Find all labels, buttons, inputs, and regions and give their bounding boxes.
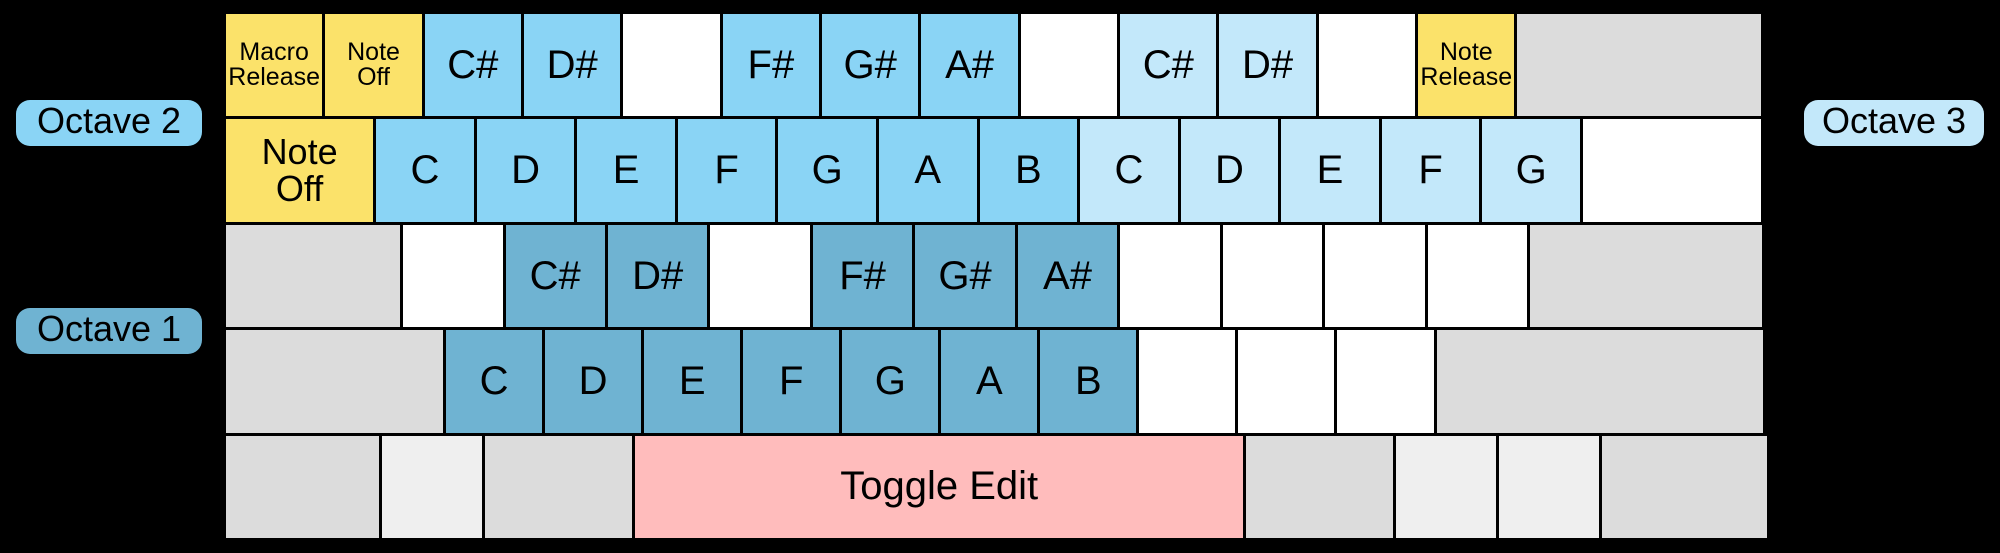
key-e[interactable]: E <box>642 328 743 435</box>
key-c[interactable]: C <box>444 328 545 435</box>
key-blank <box>1018 12 1120 119</box>
key-blank <box>224 222 403 330</box>
key-gsharp[interactable]: G# <box>820 12 921 119</box>
key-note-off[interactable]: Note Off <box>323 12 424 119</box>
key-f[interactable]: F <box>1379 117 1482 224</box>
key-blank <box>1118 222 1222 330</box>
key-e[interactable]: E <box>1279 117 1381 224</box>
key-blank <box>1335 328 1436 435</box>
key-csharp[interactable]: C# <box>1118 12 1219 119</box>
key-dsharp[interactable]: D# <box>522 12 623 119</box>
keyboard-row-modifier-row: Toggle Edit <box>224 433 1777 541</box>
key-dsharp[interactable]: D# <box>1217 12 1318 119</box>
key-b[interactable]: B <box>977 117 1080 224</box>
key-f[interactable]: F <box>675 117 778 224</box>
key-blank <box>380 433 484 541</box>
key-a[interactable]: A <box>876 117 979 224</box>
key-blank <box>1434 328 1765 435</box>
keyboard-row-home-row: C#D# F#G#A# <box>224 222 1777 330</box>
key-blank <box>401 222 505 330</box>
key-blank <box>1236 328 1337 435</box>
key-blank <box>224 328 446 435</box>
key-blank <box>1515 12 1763 119</box>
key-blank <box>1244 433 1396 541</box>
key-csharp[interactable]: C# <box>503 222 607 330</box>
key-blank <box>708 222 812 330</box>
key-toggle-edit[interactable]: Toggle Edit <box>633 433 1246 541</box>
key-gsharp[interactable]: G# <box>913 222 1017 330</box>
key-blank <box>1220 222 1325 330</box>
key-note-off[interactable]: Note Off <box>224 117 376 224</box>
key-asharp[interactable]: A# <box>919 12 1020 119</box>
octave-1-label: Octave 1 <box>16 308 202 354</box>
key-blank <box>1580 117 1763 224</box>
key-d[interactable]: D <box>1178 117 1281 224</box>
key-macro-release[interactable]: Macro Release <box>224 12 325 119</box>
key-note-release[interactable]: Note Release <box>1416 12 1517 119</box>
key-csharp[interactable]: C# <box>422 12 524 119</box>
key-fsharp[interactable]: F# <box>720 12 822 119</box>
octave-2-label: Octave 2 <box>16 100 202 146</box>
key-blank <box>1316 12 1418 119</box>
key-blank <box>1137 328 1238 435</box>
key-dsharp[interactable]: D# <box>605 222 710 330</box>
key-blank <box>1394 433 1499 541</box>
key-d[interactable]: D <box>543 328 644 435</box>
key-d[interactable]: D <box>474 117 577 224</box>
key-blank <box>1497 433 1601 541</box>
key-blank <box>1599 433 1769 541</box>
key-f[interactable]: F <box>741 328 842 435</box>
key-asharp[interactable]: A# <box>1015 222 1120 330</box>
key-g[interactable]: G <box>776 117 878 224</box>
key-blank <box>482 433 635 541</box>
key-blank <box>224 433 382 541</box>
key-c[interactable]: C <box>374 117 476 224</box>
key-fsharp[interactable]: F# <box>810 222 915 330</box>
key-e[interactable]: E <box>575 117 677 224</box>
key-c[interactable]: C <box>1078 117 1180 224</box>
key-blank <box>1528 222 1764 330</box>
key-a[interactable]: A <box>939 328 1040 435</box>
key-b[interactable]: B <box>1038 328 1139 435</box>
octave-3-label: Octave 3 <box>1804 100 1984 146</box>
key-blank <box>621 12 722 119</box>
key-g[interactable]: G <box>840 328 941 435</box>
key-blank <box>1323 222 1427 330</box>
key-g[interactable]: G <box>1480 117 1582 224</box>
key-blank <box>1425 222 1530 330</box>
